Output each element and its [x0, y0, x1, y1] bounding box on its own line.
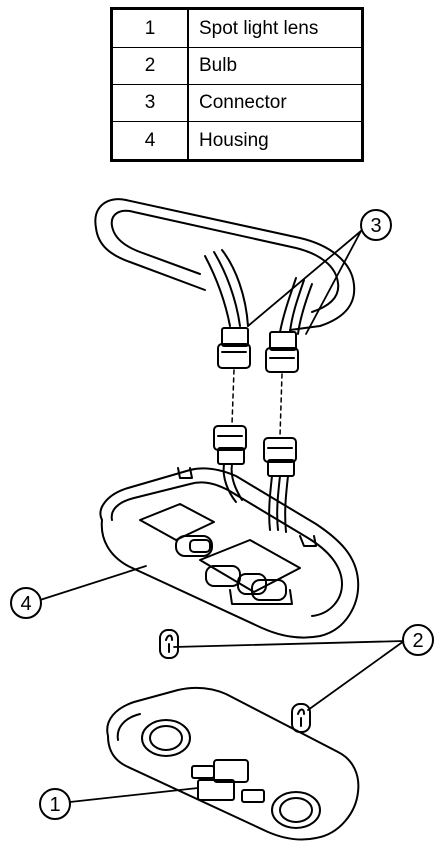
wiring-harness-upper: [204, 249, 313, 335]
connector-lower-left: [213, 425, 247, 465]
legend-number: 3: [111, 84, 189, 122]
legend-row: 4 Housing: [111, 121, 363, 161]
legend-label: Housing: [187, 121, 363, 161]
connector-lower-right: [263, 437, 297, 477]
legend-label: Spot light lens: [187, 8, 363, 48]
callout-3: 3: [360, 209, 392, 241]
bulb-lower: [291, 703, 311, 733]
connector-upper-left: [217, 327, 251, 369]
callout-4: 4: [10, 587, 42, 619]
connector-upper-right: [265, 331, 299, 373]
callout-2-label: 2: [412, 630, 423, 652]
roof-trim-panel: [94, 198, 356, 331]
spot-light-lens: [106, 686, 360, 841]
leader-lines: [39, 230, 405, 803]
callout-4-label: 4: [20, 593, 31, 615]
parts-legend-table: 1 Spot light lens 2 Bulb 3 Connector 4 H…: [110, 7, 364, 162]
legend-row: 1 Spot light lens: [111, 8, 363, 48]
legend-row: 3 Connector: [111, 84, 363, 122]
callout-1-label: 1: [49, 794, 60, 816]
alignment-lines: [231, 369, 283, 437]
legend-label: Connector: [187, 84, 363, 122]
callout-2: 2: [402, 624, 434, 656]
housing: [99, 467, 360, 639]
bulb-upper: [159, 629, 179, 659]
legend-number: 4: [111, 121, 189, 161]
callout-3-label: 3: [370, 215, 381, 237]
callout-1: 1: [39, 788, 71, 820]
